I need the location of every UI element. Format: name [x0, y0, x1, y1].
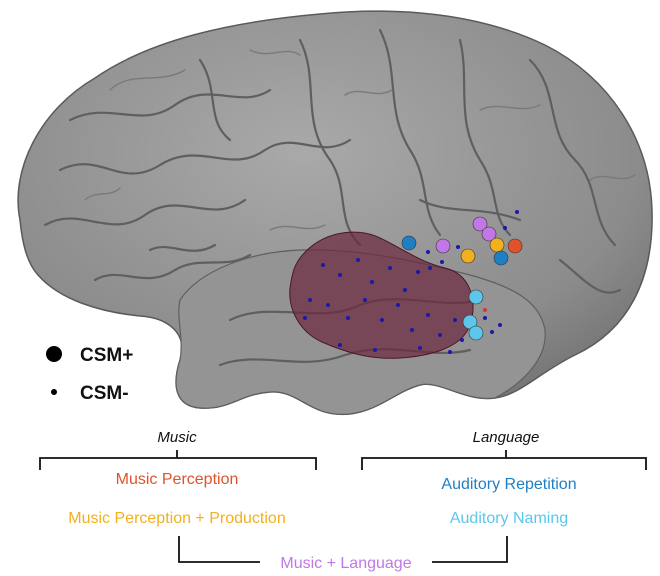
csm-negative-dot — [416, 270, 420, 274]
csm-negative-dot — [303, 316, 307, 320]
csm-positive-naming — [468, 325, 484, 341]
csm-positive-perception — [507, 238, 523, 254]
csm-negative-dot — [373, 348, 377, 352]
csm-negative-dot — [308, 298, 312, 302]
csm-negative-dot — [490, 330, 494, 334]
csm-negative-dot — [321, 263, 325, 267]
resection-region — [289, 231, 474, 359]
csm-positive-production — [460, 248, 476, 264]
csm-positive-repetition — [401, 235, 417, 251]
csm-negative-dot — [338, 273, 342, 277]
music-bracket — [39, 457, 317, 470]
language-group: Language Auditory Repetition Auditory Na… — [361, 429, 647, 527]
csm-negative-dot — [410, 328, 414, 332]
csm-negative-dot — [396, 303, 400, 307]
csm-negative-dot — [346, 316, 350, 320]
csm-positive-music-language — [481, 226, 497, 242]
csm-negative-dot — [456, 245, 460, 249]
csm-negative-dot — [453, 318, 457, 322]
minor-folds — [84, 49, 636, 231]
csm-negative-dot — [380, 318, 384, 322]
combined-group: Music + Language — [178, 536, 508, 572]
csm-negative-dot — [440, 260, 444, 264]
combined-bracket — [178, 536, 508, 563]
brain-surface — [17, 10, 653, 416]
csm-positive-sites — [401, 216, 523, 341]
csm-negative-dot — [418, 346, 422, 350]
music-language-label: Music + Language — [280, 555, 411, 572]
csm-negative-dot — [403, 288, 407, 292]
music-heading: Music — [157, 429, 197, 446]
auditory-repetition-label: Auditory Repetition — [441, 476, 576, 493]
legend-small-dot — [51, 389, 57, 395]
language-heading: Language — [473, 429, 540, 446]
csm-negative-dot — [448, 350, 452, 354]
csm-positive-music-language — [435, 238, 451, 254]
csm-negative-dot — [426, 313, 430, 317]
legend-large-dot — [46, 346, 62, 362]
csm-negative-dot — [370, 280, 374, 284]
csm-negative-dot — [503, 226, 507, 230]
legend-csm-minus: CSM- — [80, 383, 129, 404]
csm-positive-music-language — [472, 216, 488, 232]
csm-negative-dot-red — [483, 308, 487, 312]
csm-negative-dot — [483, 316, 487, 320]
sulci-lines — [43, 28, 622, 367]
music-production-label: Music Perception + Production — [68, 510, 285, 527]
csm-positive-repetition — [493, 250, 509, 266]
csm-negative-dot — [460, 338, 464, 342]
csm-negative-dot — [428, 266, 432, 270]
csm-negative-dot — [326, 303, 330, 307]
csm-negative-dot — [498, 323, 502, 327]
music-group: Music Music Perception Music Perception … — [39, 429, 317, 527]
language-bracket — [361, 457, 647, 470]
size-legend: CSM+ CSM- — [46, 345, 133, 404]
auditory-naming-label: Auditory Naming — [450, 510, 568, 527]
csm-negative-dot — [356, 258, 360, 262]
music-perception-label: Music Perception — [116, 471, 239, 488]
csm-negative-sites — [303, 210, 519, 354]
csm-negative-dot — [426, 250, 430, 254]
csm-negative-dot — [388, 266, 392, 270]
csm-negative-dot — [338, 343, 342, 347]
csm-positive-production — [489, 237, 505, 253]
csm-negative-dot — [515, 210, 519, 214]
csm-negative-dot — [363, 298, 367, 302]
legend-csm-plus: CSM+ — [80, 345, 133, 366]
csm-negative-dot — [438, 333, 442, 337]
csm-positive-naming — [468, 289, 484, 305]
